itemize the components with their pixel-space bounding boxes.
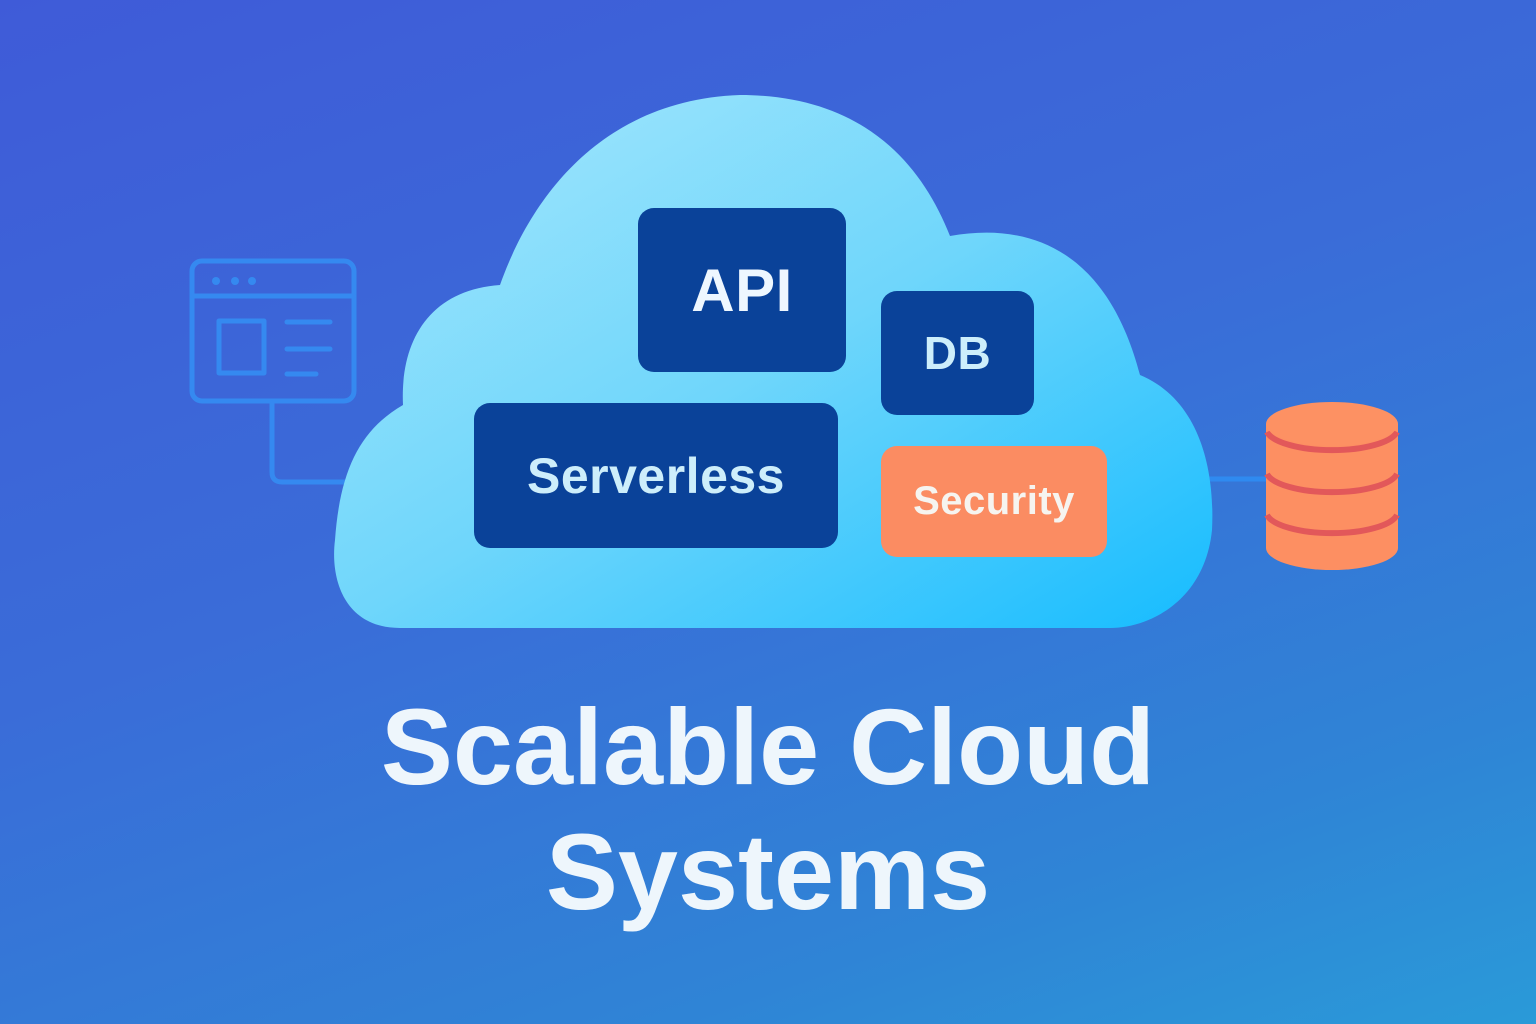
serverless-box: Serverless: [474, 403, 838, 548]
browser-dots: [212, 277, 256, 285]
database-band: [1264, 472, 1400, 496]
db-box: DB: [881, 291, 1034, 415]
api-box: API: [638, 208, 846, 372]
title-line-2: Systems: [545, 811, 991, 932]
serverless-label: Serverless: [526, 447, 785, 504]
database-band: [1264, 430, 1400, 454]
database-body: [1266, 424, 1398, 570]
api-label: API: [691, 256, 793, 324]
db-label: DB: [923, 327, 992, 379]
database-top: [1266, 402, 1398, 446]
browser-window-icon: [189, 258, 357, 485]
title-line-1: Scalable Cloud: [380, 686, 1156, 807]
database-band: [1264, 513, 1400, 537]
security-label: Security: [913, 479, 1075, 523]
security-box: Security: [881, 446, 1107, 557]
